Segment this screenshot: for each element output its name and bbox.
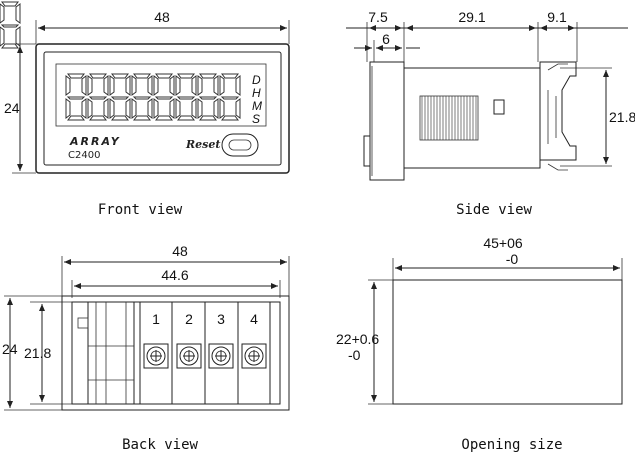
unit-label-d: D: [252, 73, 261, 87]
side-dim-6: 6: [382, 31, 390, 47]
reset-label: Reset: [185, 138, 220, 151]
side-housing: [403, 67, 541, 169]
opening-size: 45+06 -0 22+0.6 -0 Opening size: [336, 235, 623, 453]
opening-width-tolerance: -0: [506, 251, 519, 267]
terminal-label-3: 3: [217, 311, 225, 327]
reset-button[interactable]: [221, 133, 259, 157]
side-bezel-lip: [363, 135, 371, 167]
back-latch-block: [77, 301, 135, 405]
front-inner-frame: [43, 51, 282, 166]
back-bezel: [61, 295, 290, 411]
unit-label-m: M: [252, 99, 262, 113]
opening-height-dimension: 22+0.6: [336, 331, 379, 347]
terminal-label-1: 1: [152, 311, 160, 327]
side-height-dimension: 21.8: [609, 109, 635, 125]
back-inner-height-dimension: 21.8: [24, 345, 51, 361]
terminal-label-2: 2: [185, 311, 193, 327]
display-window: [55, 63, 267, 127]
front-bezel: [35, 43, 290, 174]
opening-height-tolerance: -0: [348, 347, 361, 363]
back-height-dimension: 24: [2, 341, 18, 357]
terminal-label-4: 4: [250, 311, 258, 327]
seven-segment-digits: [0, 1, 241, 121]
back-width-dimension: 48: [172, 243, 188, 259]
terminal-screw-1: [143, 343, 169, 369]
opening-width-dimension: 45+06: [483, 235, 523, 251]
side-front-bezel: [369, 61, 405, 181]
unit-label-h: H: [252, 86, 261, 100]
terminal-screw-2: [176, 343, 202, 369]
front-view: 48 24: [0, 1, 290, 218]
side-view: 7.5 29.1 9.1 6 21.8: [346, 9, 635, 218]
opening-size-caption: Opening size: [461, 437, 562, 453]
panel-cutout: [392, 279, 623, 405]
back-housing: [71, 301, 281, 405]
side-view-caption: Side view: [456, 202, 532, 218]
side-vent-grille: [421, 96, 477, 140]
side-terminal-block: [539, 61, 577, 161]
unit-label-s: S: [252, 112, 260, 126]
terminal-block: [139, 302, 271, 404]
side-dim-9-1: 9.1: [547, 9, 567, 25]
side-dim-29-1: 29.1: [458, 9, 485, 25]
brand-logo: ARRAY: [69, 135, 121, 148]
reset-button-inner: [228, 139, 252, 151]
model-label: C2400: [68, 150, 100, 161]
terminal-screw-4: [241, 343, 267, 369]
front-height-dimension: 24: [4, 100, 20, 116]
front-view-caption: Front view: [98, 202, 183, 218]
back-view-caption: Back view: [122, 437, 198, 453]
back-view: 48 44.6 24 21.8: [2, 243, 290, 453]
front-width-dimension: 48: [154, 9, 170, 25]
side-latch: [493, 99, 505, 115]
side-dim-7-5: 7.5: [368, 9, 388, 25]
back-inner-width-dimension: 44.6: [161, 267, 188, 283]
terminal-screw-3: [208, 343, 234, 369]
